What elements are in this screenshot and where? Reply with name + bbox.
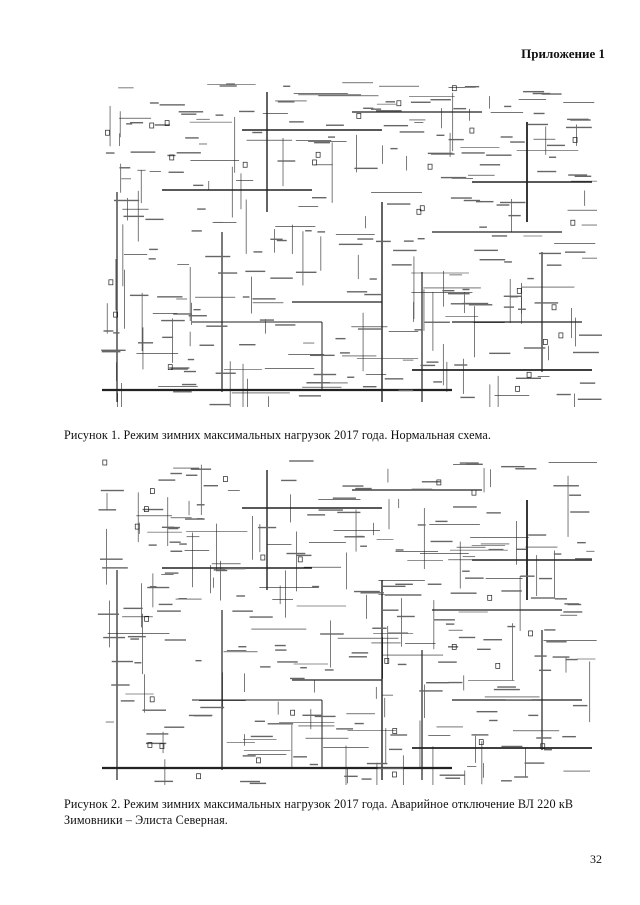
figure-2-caption: Рисунок 2. Режим зимних максимальных наг…	[64, 797, 574, 827]
schematic-diagram-1	[92, 72, 602, 412]
page-number: 32	[590, 852, 602, 866]
appendix-label: Приложение 1	[521, 46, 605, 61]
schematic-diagram-2	[92, 450, 602, 790]
figure-1-caption: Рисунок 1. Режим зимних максимальных наг…	[64, 428, 492, 442]
